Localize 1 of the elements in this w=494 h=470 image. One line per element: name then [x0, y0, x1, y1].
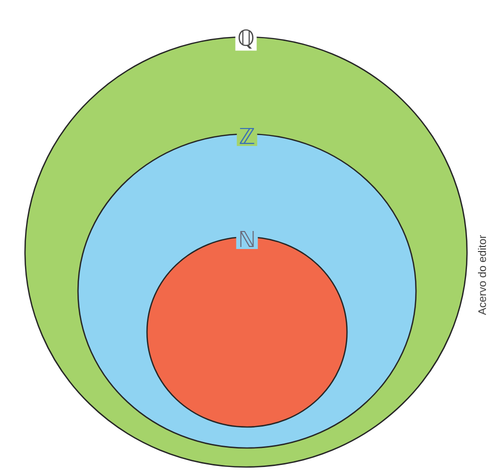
credit-text: Acervo do editor: [478, 235, 486, 316]
